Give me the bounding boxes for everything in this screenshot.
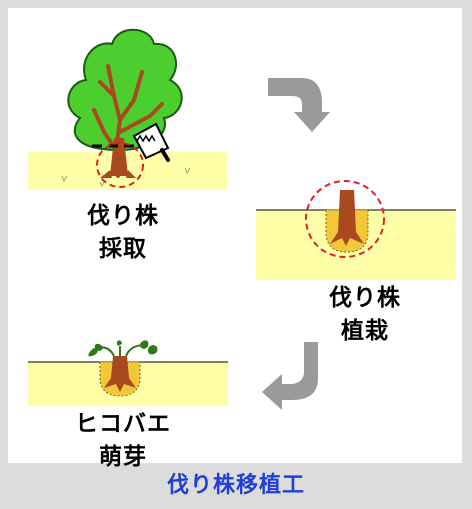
saw-icon [132,122,170,162]
curved-arrow-icon [262,342,318,410]
step1-label: 伐り株 採取 [68,200,178,266]
step2-label-line1: 伐り株 [329,285,401,311]
stump-icon [325,190,369,253]
dashed-circle-step2 [305,180,385,258]
step2-label: 伐り株 植栽 [310,282,420,348]
step3-label-line2: 萌芽 [99,444,147,470]
step1-label-line2: 採取 [99,236,147,262]
step1-label-line1: 伐り株 [87,203,159,229]
sprout-icon [88,340,158,397]
step3-label: ヒコバエ 萌芽 [48,408,198,474]
diagram-caption: 伐り株移植工 [166,473,305,498]
curved-arrow-icon [268,78,330,132]
step2-label-line2: 植栽 [341,318,389,344]
step3-label-line1: ヒコバエ [75,411,171,437]
dashed-circle-step1 [96,142,144,188]
ground-strip-step1 [28,152,227,190]
